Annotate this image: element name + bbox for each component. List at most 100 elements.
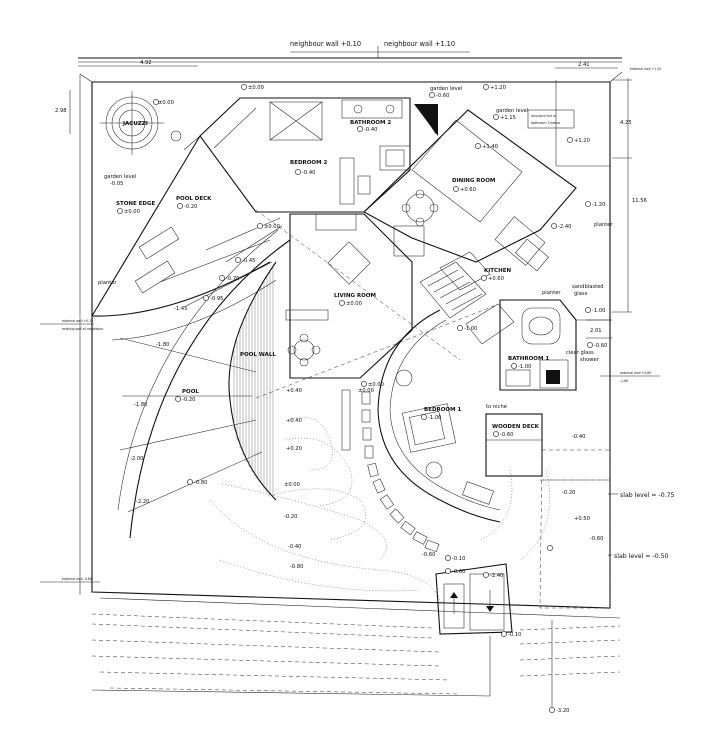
level-pool-mark: -0.80 bbox=[194, 480, 207, 486]
arc-blocks bbox=[341, 389, 440, 553]
header-walls: neighbour wall +0.10 neighbour wall +1.1… bbox=[78, 40, 661, 71]
dining-block: DINING ROOM +0.60 +1.40 garden level -0.… bbox=[363, 80, 613, 282]
structure-line-label: structure line of bbox=[531, 114, 557, 118]
level-bottom-320: -3.20 bbox=[556, 708, 569, 714]
wooden-deck-label: WOODEN DECK bbox=[492, 424, 540, 430]
level-living: ±0.00 bbox=[346, 301, 362, 307]
level-right-120: +1.20 bbox=[574, 138, 590, 144]
level-bath1: -1.00 bbox=[518, 364, 531, 370]
level-pool: -0.20 bbox=[182, 397, 195, 403]
pool-wall-hatch bbox=[228, 261, 277, 501]
level-pool-220: -2.20 bbox=[136, 499, 149, 505]
bathroom-2-label: BATHROOM 2 bbox=[350, 120, 391, 126]
shower-label: shower bbox=[580, 357, 600, 363]
bathroom-1-label: BATHROOM 1 bbox=[508, 356, 549, 362]
glass-label: glass bbox=[574, 291, 588, 297]
dim-top-right: 2.41 bbox=[578, 62, 590, 68]
stair-corridor: -1.00 bbox=[419, 251, 515, 345]
garden-contours: +0.40 ±0.00 +0.40 +0.20 ±0.00 -0.20 -0.4… bbox=[209, 388, 550, 601]
dim-right-total: 11.56 bbox=[632, 198, 647, 204]
slab-level-2-label: slab level = -0.50 bbox=[614, 553, 669, 560]
neighbour-wall-right-label: neighbour wall +1.10 bbox=[384, 40, 455, 48]
level-right-n040: -0.40 bbox=[572, 434, 585, 440]
level-pool-200: -2.00 bbox=[130, 456, 143, 462]
level-right-n020: -0.20 bbox=[562, 490, 575, 496]
level-jacuzzi: ±0.00 bbox=[158, 100, 174, 106]
level-step-180: -1.80 bbox=[156, 342, 169, 348]
level-right-240: -2.40 bbox=[558, 224, 571, 230]
level-gate-060: -0.60 bbox=[452, 569, 465, 575]
level-bed1-top: ±0.00 bbox=[368, 382, 384, 388]
ext-wall-left-note: external wall +0.10 bbox=[62, 319, 93, 323]
level-right-n060: -0.60 bbox=[590, 536, 603, 542]
dim-top-left: 4.92 bbox=[140, 60, 152, 66]
jacuzzi: JACUZZI ±0.00 bbox=[100, 91, 182, 155]
level-planter-right: -1.20 bbox=[592, 202, 605, 208]
site-boundary: 4.25 11.56 2.01 2.98 external wall +0.10… bbox=[40, 71, 660, 609]
level-gate-240: -2.40 bbox=[490, 573, 503, 579]
north-block: ±0.00 BATHROOM 2 -0.40 BEDROOM 2 -0.40 bbox=[183, 85, 411, 213]
garden-level-label-3: garden level bbox=[104, 174, 136, 180]
planter-right-label: planter bbox=[594, 222, 613, 228]
level-pool-180: -1.80 bbox=[134, 402, 147, 408]
level-right-050: +0.50 bbox=[574, 516, 590, 522]
level-right-060: -0.60 bbox=[594, 343, 607, 349]
level-garden-n060: -0.60 bbox=[422, 552, 435, 558]
level-deck-060: -0.60 bbox=[500, 432, 513, 438]
dim-right-mid: 2.01 bbox=[590, 328, 602, 334]
kitchen-label: KITCHEN bbox=[484, 268, 511, 274]
level-structure: +1.15 bbox=[500, 115, 516, 121]
level-garden-n040: -0.40 bbox=[288, 544, 301, 550]
level-bath2: -0.40 bbox=[364, 127, 377, 133]
level-garden-n080: -0.80 bbox=[290, 564, 303, 570]
level-step-095: -0.95 bbox=[210, 296, 223, 302]
pool-label: POOL bbox=[182, 389, 199, 395]
level-step-045: -0.45 bbox=[242, 258, 255, 264]
dim-right-upper: 4.25 bbox=[620, 120, 632, 126]
pool-deck-label: POOL DECK bbox=[176, 196, 212, 202]
level-garden-040: +0.40 bbox=[286, 418, 302, 424]
level-corridor-100: -1.00 bbox=[464, 326, 477, 332]
dining-room-label: DINING ROOM bbox=[452, 178, 495, 184]
level-dining-top: +1.40 bbox=[482, 144, 498, 150]
level-bed1: -1.00 bbox=[428, 415, 441, 421]
ext-wall-tr-note: external wall +1.20 bbox=[630, 67, 661, 71]
jacuzzi-label: JACUZZI bbox=[122, 121, 148, 127]
level-markers bbox=[117, 84, 593, 713]
level-kitchen: +0.60 bbox=[488, 276, 504, 282]
street: -3.20 bbox=[91, 597, 621, 714]
bathroom-3-below-label: bathroom 3 below bbox=[531, 121, 560, 125]
right-small-note: -1.80 bbox=[620, 379, 628, 383]
slab-level-1-label: slab level = -0.75 bbox=[620, 492, 675, 499]
wooden-deck: WOODEN DECK -0.60 slab level = -0.75 sla… bbox=[485, 413, 675, 609]
garden-level-label-1: garden level bbox=[430, 86, 462, 92]
level-stone: ±0.00 bbox=[124, 209, 140, 215]
stone-edge-label: STONE EDGE bbox=[116, 201, 156, 207]
level-garden-000: ±0.00 bbox=[284, 482, 300, 488]
level-bedroom2: -0.40 bbox=[302, 170, 315, 176]
level-right-100: -1.00 bbox=[592, 308, 605, 314]
level-gate-010: -0.10 bbox=[452, 556, 465, 562]
to-niche-label: to niche bbox=[486, 404, 507, 410]
bathroom-1: BATHROOM 1 -1.00 sandblasted glass clear… bbox=[499, 284, 610, 391]
bedroom-2-label: BEDROOM 2 bbox=[290, 160, 327, 166]
clear-glass-label: clear glass bbox=[566, 350, 594, 356]
planter-kitchen-label: planter bbox=[542, 290, 561, 296]
level-garden-n020: -0.20 bbox=[284, 514, 297, 520]
level-garden-left: -0.05 bbox=[110, 181, 123, 187]
level-dining: +0.60 bbox=[460, 187, 476, 193]
pool-wall-label: POOL WALL bbox=[240, 352, 276, 358]
dim-left-jacuzzi: 2.98 bbox=[55, 108, 67, 114]
level-pos-000: ±0.00 bbox=[358, 388, 374, 394]
level-step-070: -0.70 bbox=[226, 276, 239, 282]
ext-wall-left-note-2: existing wall of neighbour bbox=[62, 327, 104, 331]
neighbour-wall-left-label: neighbour wall +0.10 bbox=[290, 40, 361, 48]
garden-level-label-2: garden level bbox=[496, 108, 528, 114]
bedroom-1: BEDROOM 1 -1.00 ±0.00 to niche bbox=[341, 309, 507, 553]
living-room-label: LIVING ROOM bbox=[334, 293, 376, 299]
ext-wall-right-note: external wall +0.80 bbox=[620, 371, 651, 375]
level-pool-deck: -0.20 bbox=[184, 204, 197, 210]
level-bedroom2-top: ±0.00 bbox=[248, 85, 264, 91]
level-garden-020: +0.20 bbox=[286, 446, 302, 452]
